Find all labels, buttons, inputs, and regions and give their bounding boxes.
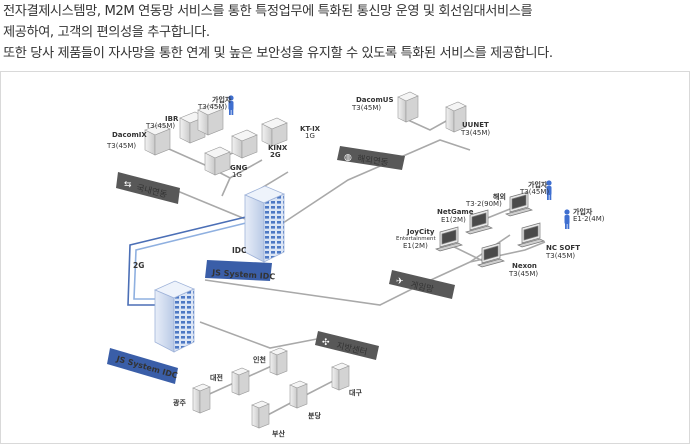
intro-line-3: 또한 당사 제품들이 자사망을 통한 연계 및 높은 보안성을 유지할 수 있도… [3,46,553,61]
server-icon [197,103,224,136]
monitor-icon [465,209,493,235]
server-icon [204,146,231,176]
label-ibr: IBR [165,115,179,123]
server-icon [289,380,308,409]
monitor-icon [517,222,545,248]
label-gwangju: 광주 [173,398,186,407]
label-nexon-spec: T3(45M) [508,270,538,278]
label-dacomix: DacomIX [112,131,147,139]
link-regional-main [199,321,323,349]
label-netgame-spec: E1(2M) [441,216,466,224]
idc-label: IDC [232,246,247,255]
branch-arrows-icon: ✣ [322,338,330,348]
label-nexon: Nexon [512,262,537,270]
overseas-servers [397,91,467,133]
label-joycity-sub: Entertainment [396,236,437,242]
person-icon [564,209,570,229]
intro-line-1: 전자결제시스템망, M2M 연동망 서비스를 통한 특정업무에 특화된 통신망 … [3,4,533,19]
badge-game-label: 게임망 [409,279,435,295]
link-game-3 [469,241,546,263]
badge-game: ✈ 게임망 [389,270,455,299]
label-domestic-subscriber-spec: T3(45M) [197,103,227,111]
label-dacomus: DacomUS [356,96,394,104]
person-icon [546,180,552,200]
monitor-icon [435,226,463,252]
idc-main-building [243,185,286,263]
link-game-main [204,261,471,306]
globe-icon: ◍ [344,153,352,163]
label-kinx-spec: 2G [270,151,281,159]
idc-second-building [153,280,196,353]
person-icon [228,95,234,115]
label-kinx: KINX [268,144,288,152]
intro-text: 전자결제시스템망, M2M 연동망 서비스를 통한 특정업무에 특화된 통신망 … [3,1,689,64]
label-gng-spec: 1G [232,171,242,179]
label-ncsoft: NC SOFT [546,244,580,252]
link-2g-label: 2G [133,261,144,270]
label-bundang: 분당 [308,411,321,420]
server-icon [192,383,211,414]
label-game-subscriber2: 가입자 [573,207,593,216]
server-icon [251,400,270,429]
label-joycity: JoyCity [406,228,435,236]
link-dacomus [407,119,449,131]
label-joycity-spec: E1(2M) [403,242,428,250]
game-monitors [435,191,545,268]
label-game-subscriber-spec: T3(45M) [519,188,549,196]
label-game-subscriber2-spec: E1·2(4M) [573,215,605,223]
label-dacomus-spec: T3(45M) [351,104,381,112]
label-ktix-spec: 1G [305,132,315,140]
badge-regional: ✣ 지방센터 [315,331,379,360]
label-netgame: NetGame [437,208,474,216]
label-ncsoft-spec: T3(45M) [545,252,575,260]
server-icon [231,367,250,396]
label-game-subscriber: 가입자 [528,180,548,189]
label-domestic-subscriber: 가입자 [212,95,232,104]
badge-domestic-icon: ⇆ [124,180,132,190]
domestic-servers [144,103,288,176]
label-incheon: 인천 [253,355,266,364]
badge-domestic: ⇆ 국내연동 [116,172,180,204]
server-icon [231,129,258,159]
badge-overseas: ◍ 해외연동 [337,146,405,170]
link-domestic-3 [221,177,231,197]
intro-line-2: 제공하여, 고객의 편의성을 추구합니다. [3,25,210,40]
badge-overseas-label: 해외연동 [357,153,390,168]
monitor-icon [477,242,505,268]
label-ktix: KT-IX [300,125,321,133]
server-icon [144,123,171,156]
label-ibr-spec: T3(45M) [145,122,175,130]
server-icon [331,362,350,391]
regional-servers [192,347,350,429]
label-gng: GNG [230,164,248,172]
label-daegu: 대구 [349,388,362,397]
label-game-overseas: 해외 [493,192,506,201]
label-busan: 부산 [272,429,285,438]
monitor-icon [505,191,533,217]
server-icon [397,91,419,123]
idc-main-sign: JS System IDC [205,260,276,281]
server-icon [445,101,467,133]
link-2g [127,215,251,306]
server-icon [269,347,288,376]
label-dacomix-spec: T3(45M) [106,142,136,150]
label-daejeon: 대전 [210,373,223,382]
idc-second-sign: JS System IDC [107,348,179,384]
label-uunet-spec: T3(45M) [460,129,490,137]
label-game-overseas-spec: T3·2(90M) [465,200,502,208]
joystick-icon: ✈ [396,277,404,287]
label-uunet: UUNET [462,121,489,129]
server-icon [261,117,288,147]
idc-main-sign-label: JS System IDC [211,268,276,281]
